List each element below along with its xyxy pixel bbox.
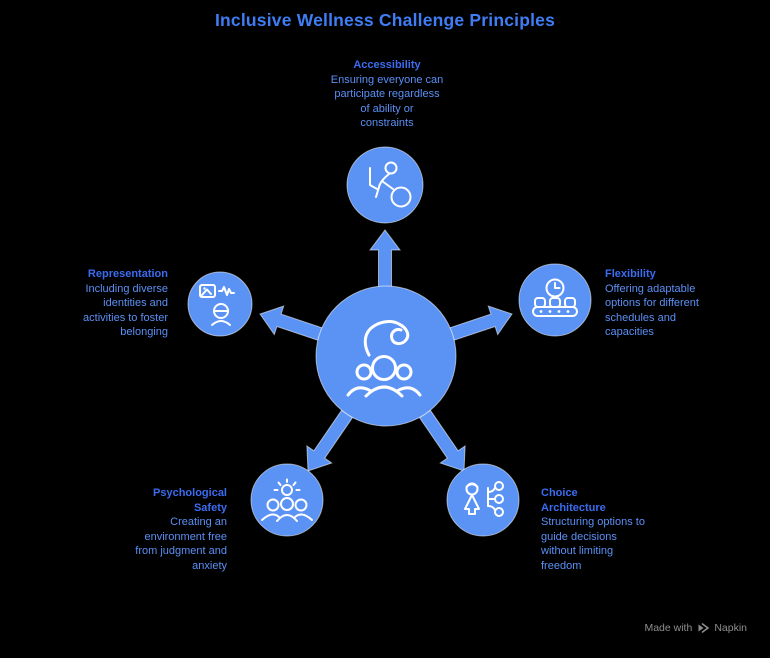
- arrow-upper-left: [259, 305, 323, 341]
- psychological-safety-heading: Psychological Safety: [153, 487, 227, 514]
- accessibility-circle: [346, 146, 424, 224]
- arrow-upper-right: [449, 305, 513, 341]
- node-choice-architecture: [446, 463, 520, 537]
- page-title: Inclusive Wellness Challenge Principles: [214, 10, 556, 30]
- watermark-prefix: Made with: [644, 622, 693, 634]
- choice-architecture-description: Structuring options to guide decisions w…: [541, 516, 645, 572]
- choice-architecture-text: Choice Architecture Structuring options …: [541, 486, 681, 573]
- group-with-sun-icon: [261, 478, 313, 522]
- flexibility-circle: [518, 263, 592, 337]
- watermark-brand: Napkin: [714, 622, 747, 634]
- representation-description: Including diverse identities and activit…: [83, 282, 168, 339]
- clock-schedule-conveyor-icon: [532, 278, 578, 317]
- node-psychological-safety: [250, 463, 324, 537]
- arrow-up: [369, 229, 401, 293]
- flexibility-text: Flexibility Offering adaptable options f…: [605, 267, 745, 340]
- napkin-watermark[interactable]: Made with Napkin: [644, 622, 747, 634]
- arrow-lower-left: [306, 409, 354, 472]
- media-identity-icon: [199, 284, 235, 326]
- psychological-safety-text: Psychological Safety Creating an environ…: [87, 486, 227, 573]
- accessibility-description: Ensuring everyone can participate regard…: [330, 73, 444, 130]
- node-flexibility: [518, 263, 592, 337]
- choice-architecture-heading: Choice Architecture: [541, 487, 606, 514]
- node-representation: [187, 271, 253, 337]
- napkin-logo-icon: [698, 623, 710, 633]
- person-decision-tree-icon: [464, 481, 504, 517]
- representation-text: Representation Including diverse identit…: [48, 267, 168, 340]
- psychological-safety-description: Creating an environment free from judgme…: [135, 516, 227, 572]
- representation-heading: Representation: [87, 268, 168, 280]
- node-accessibility: [346, 146, 424, 224]
- person-exercise-ball-icon: [369, 161, 412, 208]
- accessibility-heading: Accessibility: [353, 59, 421, 71]
- flexibility-heading: Flexibility: [605, 268, 656, 280]
- accessibility-text: Accessibility Ensuring everyone can part…: [297, 58, 477, 131]
- hand-over-people-icon: [346, 320, 422, 398]
- choice-architecture-circle: [446, 463, 520, 537]
- arrow-lower-right: [418, 409, 466, 472]
- psychological-safety-circle: [250, 463, 324, 537]
- flexibility-description: Offering adaptable options for different…: [605, 282, 699, 339]
